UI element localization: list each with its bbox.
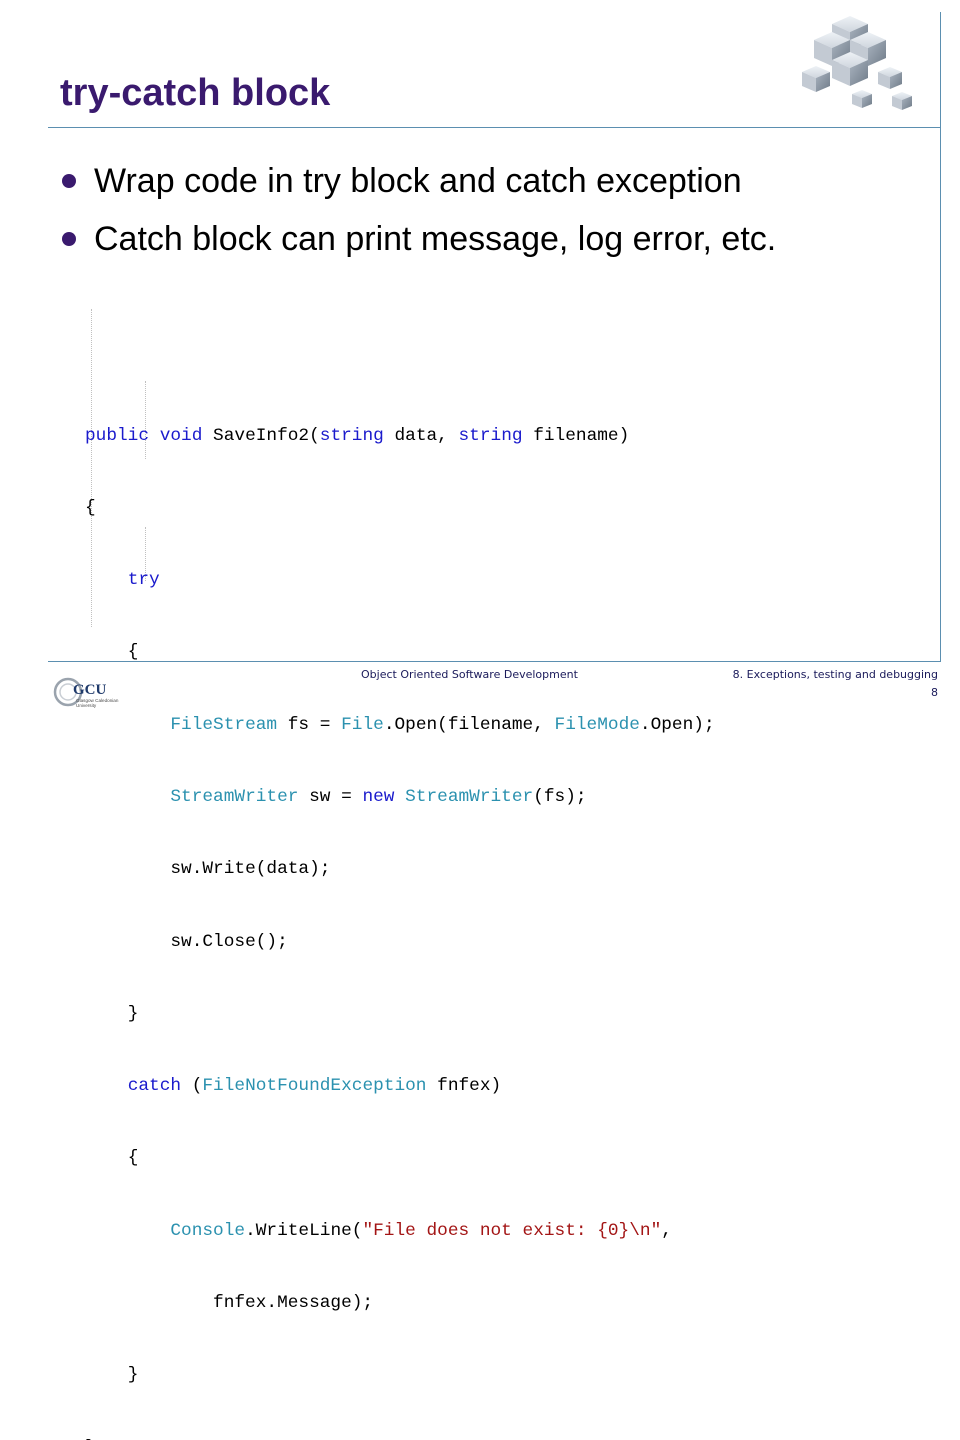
code-line: Console.WriteLine("File does not exist: … <box>85 1219 715 1243</box>
footer-chapter-name: 8. Exceptions, testing and debugging <box>733 668 938 681</box>
page-number: 8 <box>931 686 938 699</box>
code-line: catch (FileNotFoundException fnfex) <box>85 1074 715 1098</box>
bullet-list: Wrap code in try block and catch excepti… <box>62 158 776 274</box>
bullet-item: Catch block can print message, log error… <box>62 216 776 274</box>
code-line: } <box>85 1002 715 1026</box>
code-line: { <box>85 1146 715 1170</box>
bullet-text: Wrap code in try block and catch excepti… <box>94 162 742 200</box>
bullet-dot-icon <box>62 174 76 188</box>
code-line: public void SaveInfo2(string data, strin… <box>85 424 715 448</box>
bullet-text: Catch block can print message, log error… <box>94 220 776 258</box>
code-line: sw.Close(); <box>85 930 715 954</box>
code-line: sw.Write(data); <box>85 857 715 881</box>
code-line: fnfex.Message); <box>85 1291 715 1315</box>
footer-divider <box>48 661 941 662</box>
slide-title: try-catch block <box>60 72 330 115</box>
footer-course-name: Object Oriented Software Development <box>361 668 578 681</box>
cubes-graphic <box>792 10 920 120</box>
code-line: FileStream fs = File.Open(filename, File… <box>85 713 715 737</box>
code-line: } <box>85 1436 715 1440</box>
bullet-dot-icon <box>62 232 76 246</box>
code-line: try <box>85 568 715 592</box>
code-line: } <box>85 1363 715 1387</box>
code-block: public void SaveInfo2(string data, strin… <box>85 279 715 1440</box>
code-line: StreamWriter sw = new StreamWriter(fs); <box>85 785 715 809</box>
code-line: { <box>85 496 715 520</box>
gcu-logo-subtext: University <box>76 703 97 708</box>
gcu-logo-text: GCU <box>73 682 107 698</box>
gcu-logo: GCU Glasgow Caledonian University <box>52 672 144 712</box>
right-border-line <box>940 12 941 662</box>
cube-stack <box>802 16 912 110</box>
bullet-item: Wrap code in try block and catch excepti… <box>62 158 776 216</box>
title-divider <box>48 127 941 128</box>
